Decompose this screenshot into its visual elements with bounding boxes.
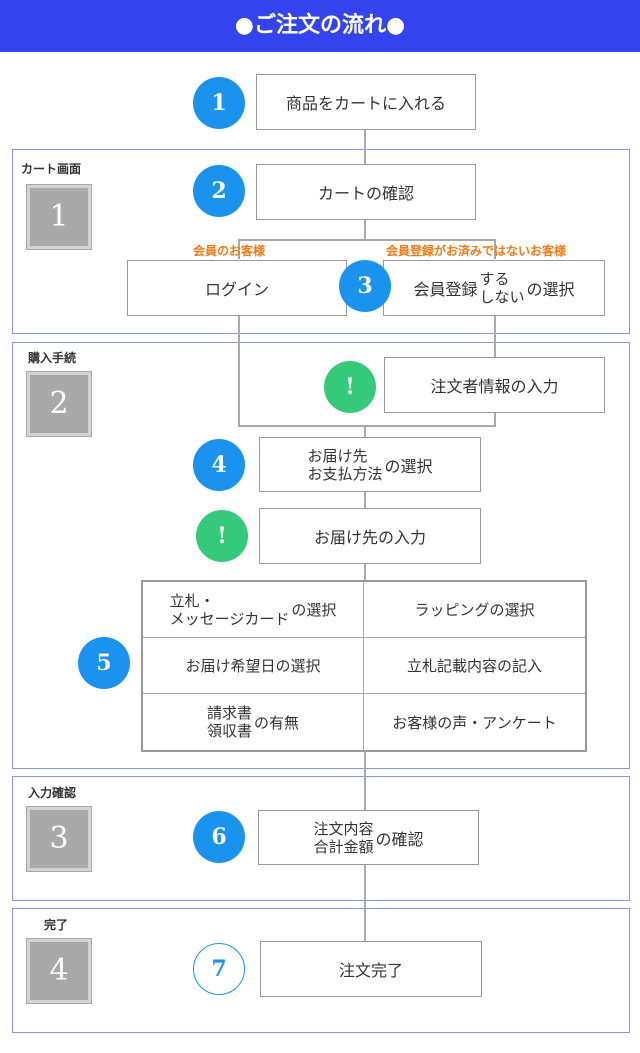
connector-6-7 [364, 865, 366, 942]
table-cell-invoice-text: 請求書 領収書 の有無 [207, 704, 299, 740]
connector-merge-down [364, 425, 366, 437]
section-confirm [12, 776, 630, 901]
table-divider-row2 [143, 693, 585, 694]
connector-excl-table [364, 564, 366, 581]
customer-info-text: 注文者情報の入力 [430, 377, 559, 396]
connector-split-left [238, 239, 240, 259]
connector-customer-down [494, 413, 496, 426]
table-cell-card: 立札・ メッセージカード の選択 [143, 582, 363, 637]
customer-info-box: 注文者情報の入力 [384, 357, 605, 413]
step-1-box: 商品をカートに入れる [256, 74, 476, 130]
step-6-stack: 注文内容 合計金額 [313, 820, 373, 856]
table-cell-invoice: 請求書 領収書 の有無 [143, 694, 363, 750]
step-6-text: 注文内容 合計金額 の確認 [313, 820, 423, 856]
connector-4-excl [364, 492, 366, 509]
table-cell-invoice-stack: 請求書 領収書 [207, 704, 252, 740]
step-3-text: 会員登録 する しない の選択 [413, 270, 574, 306]
step-4-line2: お支払方法 [307, 464, 383, 483]
table-cell-delivery-date-text: お届け希望日の選択 [185, 657, 321, 675]
table-divider-row1 [143, 637, 585, 638]
nonmember-note: 会員登録がお済みではないお客様 [386, 244, 567, 258]
connector-split-horizontal [238, 239, 496, 241]
step-6-line2: 合計金額 [313, 837, 374, 856]
table-cell-card-line1: 立札・ [169, 591, 215, 610]
customer-info-alert-marker: ! [324, 361, 376, 413]
connector-nonmember-down [494, 316, 496, 358]
step-4-box: お届け先 お支払方法 の選択 [259, 437, 481, 492]
table-cell-card-line2: メッセージカード [169, 609, 290, 628]
table-cell-survey: お客様の声・アンケート [364, 694, 585, 750]
step-7-text: 注文完了 [338, 961, 403, 980]
table-cell-sign-text-text: 立札記載内容の記入 [406, 657, 542, 675]
step-6-post: の確認 [375, 829, 424, 849]
step-3-box: 会員登録 する しない の選択 [383, 260, 605, 316]
section-badge-2: 2 [26, 371, 92, 437]
table-divider-vertical [363, 582, 364, 750]
step-1-text: 商品をカートに入れる [285, 94, 446, 113]
step-3-option-no: しない [479, 288, 525, 306]
table-cell-wrapping-text: ラッピングの選択 [414, 601, 535, 619]
step-4-text: お届け先 お支払方法 の選択 [307, 447, 432, 483]
step-2-box: カートの確認 [256, 164, 476, 220]
connector-1-2 [364, 130, 366, 164]
login-text: ログイン [204, 280, 269, 299]
section-cart [12, 149, 630, 334]
step-7-marker: 7 [193, 943, 245, 995]
delivery-text: お届け先の入力 [313, 528, 426, 547]
table-cell-delivery-date: お届け希望日の選択 [143, 638, 363, 693]
step-4-post: の選択 [384, 456, 433, 476]
connector-2-split [364, 220, 366, 240]
step-2-text: カートの確認 [317, 184, 414, 203]
table-cell-card-stack: 立札・ メッセージカード [170, 592, 290, 628]
section-label-purchase: 購入手続 [28, 351, 77, 365]
step-6-marker: 6 [193, 811, 245, 863]
table-cell-sign-text: 立札記載内容の記入 [364, 638, 585, 693]
section-badge-3: 3 [26, 806, 92, 872]
connector-split-right [494, 239, 496, 259]
section-badge-1: 1 [26, 184, 92, 250]
table-cell-wrapping: ラッピングの選択 [364, 582, 585, 637]
step-4-line1: お届け先 [307, 446, 368, 465]
table-cell-card-post: の選択 [291, 601, 337, 619]
step-2-marker: 2 [193, 165, 245, 217]
step-1-marker: 1 [193, 77, 245, 129]
table-cell-survey-text: お客様の声・アンケート [392, 713, 557, 732]
connector-login-down [238, 316, 240, 426]
step-4-stack: お届け先 お支払方法 [307, 447, 382, 483]
step-7-box: 注文完了 [260, 941, 482, 997]
step-6-box: 注文内容 合計金額 の確認 [258, 810, 479, 865]
table-cell-card-text: 立札・ メッセージカード の選択 [170, 592, 337, 628]
delivery-box: お届け先の入力 [259, 508, 481, 564]
step-3-option-yes: する [479, 270, 510, 288]
section-label-complete: 完了 [44, 918, 69, 932]
section-label-confirm: 入力確認 [28, 786, 77, 800]
delivery-alert-marker: ! [196, 510, 248, 562]
connector-merge-horizontal [238, 425, 496, 427]
step-3-pre: 会員登録 [413, 280, 478, 299]
section-label-cart: カート画面 [21, 162, 82, 176]
table-cell-invoice-post: の有無 [254, 713, 300, 732]
step-6-line1: 注文内容 [313, 819, 374, 838]
step-3-marker: 3 [339, 260, 391, 312]
step-4-marker: 4 [193, 439, 245, 491]
options-table: 立札・ メッセージカード の選択 ラッピングの選択 お届け希望日の選択 立札記載… [141, 580, 587, 752]
member-note: 会員のお客様 [193, 244, 266, 258]
step-3-post: の選択 [526, 280, 575, 299]
connector-table-6 [364, 750, 366, 810]
login-box: ログイン [127, 260, 347, 316]
step-3-options: する しない [479, 270, 524, 306]
step-5-marker: 5 [78, 637, 130, 689]
section-purchase [12, 342, 630, 769]
section-complete [12, 908, 630, 1033]
page-header: ●ご注文の流れ● [0, 0, 640, 52]
table-cell-invoice-line2: 領収書 [206, 722, 252, 740]
section-badge-4: 4 [26, 938, 92, 1004]
table-cell-invoice-line1: 請求書 [206, 704, 252, 722]
